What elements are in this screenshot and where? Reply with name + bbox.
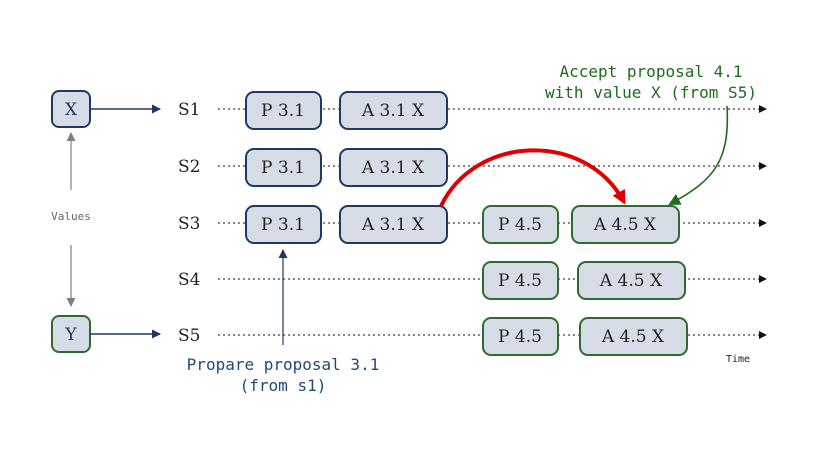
prepare-annotation-line2: (from s1) bbox=[240, 376, 327, 395]
message-box-s3-accept-2: A 4.5 X bbox=[571, 205, 680, 244]
server-label-s2: S2 bbox=[178, 157, 200, 177]
message-box-s4-prepare: P 4.5 bbox=[482, 261, 559, 300]
message-label: A 3.1 X bbox=[361, 101, 425, 121]
message-box-s3-prepare: P 3.1 bbox=[245, 205, 322, 244]
message-label: P 4.5 bbox=[498, 271, 542, 291]
value-y: Y bbox=[51, 315, 91, 353]
value-x: X bbox=[51, 90, 91, 128]
accept-annotation-line1: Accept proposal 4.1 bbox=[559, 62, 742, 81]
message-label: P 4.5 bbox=[498, 215, 542, 235]
message-label: P 3.1 bbox=[261, 101, 305, 121]
message-box-s1-accept: A 3.1 X bbox=[339, 91, 448, 130]
message-label: A 4.5 X bbox=[593, 215, 657, 235]
message-box-s2-accept: A 3.1 X bbox=[339, 148, 448, 187]
server-label-s1: S1 bbox=[178, 100, 200, 120]
value-y-label: Y bbox=[64, 325, 77, 345]
message-box-s4-accept: A 4.5 X bbox=[577, 261, 686, 300]
server-label-s3: S3 bbox=[178, 214, 200, 234]
message-label: A 4.5 X bbox=[601, 327, 665, 347]
values-caption: Values bbox=[51, 210, 91, 223]
value-x-label: X bbox=[65, 100, 78, 120]
message-box-s5-prepare: P 4.5 bbox=[482, 317, 559, 356]
message-box-s3-accept: A 3.1 X bbox=[339, 205, 448, 244]
message-box-s1-prepare: P 3.1 bbox=[245, 91, 322, 130]
message-label: A 4.5 X bbox=[599, 271, 663, 291]
message-box-s3-prepare-2: P 4.5 bbox=[482, 205, 559, 244]
message-box-s2-prepare: P 3.1 bbox=[245, 148, 322, 187]
prepare-annotation-line1: Propare proposal 3.1 bbox=[187, 355, 380, 374]
accept-annotation-line2: with value X (from S5) bbox=[545, 83, 757, 102]
message-box-s5-accept: A 4.5 X bbox=[579, 317, 688, 356]
message-label: P 4.5 bbox=[498, 327, 542, 347]
server-label-s4: S4 bbox=[178, 270, 200, 290]
message-label: P 3.1 bbox=[261, 158, 305, 178]
message-label: P 3.1 bbox=[261, 215, 305, 235]
message-label: A 3.1 X bbox=[361, 215, 425, 235]
server-label-s5: S5 bbox=[178, 326, 200, 346]
time-label: Time bbox=[726, 354, 750, 365]
red-curved-arrow bbox=[439, 148, 626, 207]
message-label: A 3.1 X bbox=[361, 158, 425, 178]
green-curved-arrow bbox=[668, 105, 729, 205]
